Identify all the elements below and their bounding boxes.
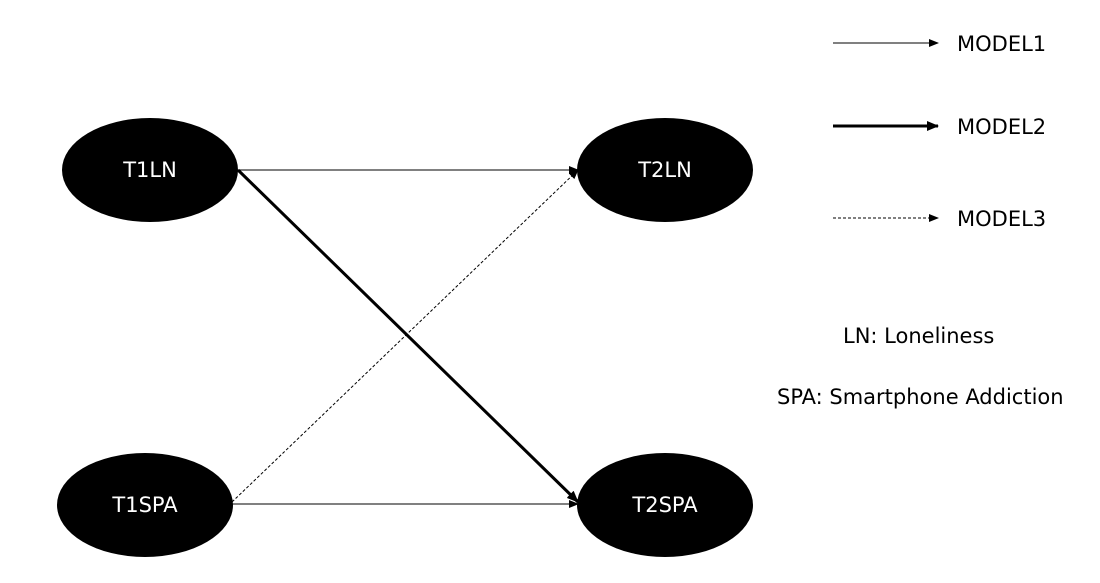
- node-t2ln-label: T2LN: [637, 158, 692, 182]
- node-t1ln: T1LN: [62, 118, 238, 222]
- legend-model2-label: MODEL2: [957, 115, 1046, 139]
- node-t1spa: T1SPA: [57, 453, 233, 557]
- legend: MODEL1 MODEL2 MODEL3: [833, 32, 1046, 231]
- node-t2spa: T2SPA: [577, 453, 753, 557]
- arrow-t1ln-to-t2spa: [236, 168, 580, 504]
- node-t1spa-label: T1SPA: [111, 493, 178, 517]
- note-ln: LN: Loneliness: [843, 324, 994, 348]
- legend-model1-label: MODEL1: [957, 32, 1046, 56]
- node-t1ln-label: T1LN: [122, 158, 177, 182]
- legend-model3-label: MODEL3: [957, 207, 1046, 231]
- note-spa: SPA: Smartphone Addiction: [777, 385, 1064, 409]
- node-t2spa-label: T2SPA: [631, 493, 698, 517]
- node-t2ln: T2LN: [577, 118, 753, 222]
